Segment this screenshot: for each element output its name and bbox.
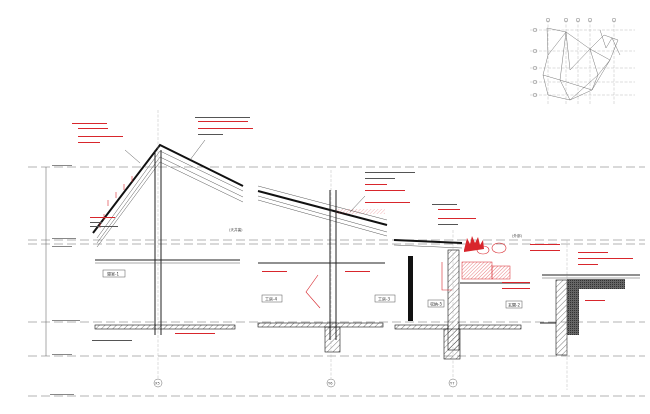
svg-text:Y6: Y6 xyxy=(328,382,333,386)
svg-text:X5: X5 xyxy=(155,382,160,386)
grid-markers: X5 Y6 Y7 xyxy=(153,110,568,390)
grid-bubble xyxy=(448,378,458,388)
section-3: 収納-5 玄関-2 (外部) xyxy=(393,204,560,360)
note-block xyxy=(72,123,141,164)
note-block xyxy=(578,252,633,301)
key-plan xyxy=(530,18,635,105)
note-block xyxy=(432,204,560,289)
room-label: 寝室-1 xyxy=(107,271,119,277)
note-block xyxy=(189,117,253,161)
tree-icon xyxy=(464,236,507,255)
section-1: 寝室-1 (天井裏) xyxy=(72,117,253,341)
exterior-label: (外部) xyxy=(512,233,523,238)
note-block xyxy=(90,217,215,341)
room-label: 玄関-2 xyxy=(508,302,520,308)
note-block xyxy=(262,172,415,272)
section-4 xyxy=(540,252,640,356)
ceiling-space-label: (天井裏) xyxy=(229,227,243,232)
grid-bubble xyxy=(153,378,163,388)
room-label: 工房-3 xyxy=(378,296,390,302)
svg-text:Y7: Y7 xyxy=(450,382,454,386)
room-label: 収納-5 xyxy=(430,301,442,307)
room-label: 工房-4 xyxy=(265,296,277,302)
level-dimension xyxy=(45,165,80,395)
section-2: 工房-4 工房-3 xyxy=(257,172,415,353)
room-label-box xyxy=(102,269,126,278)
grid-bubble xyxy=(326,378,336,388)
